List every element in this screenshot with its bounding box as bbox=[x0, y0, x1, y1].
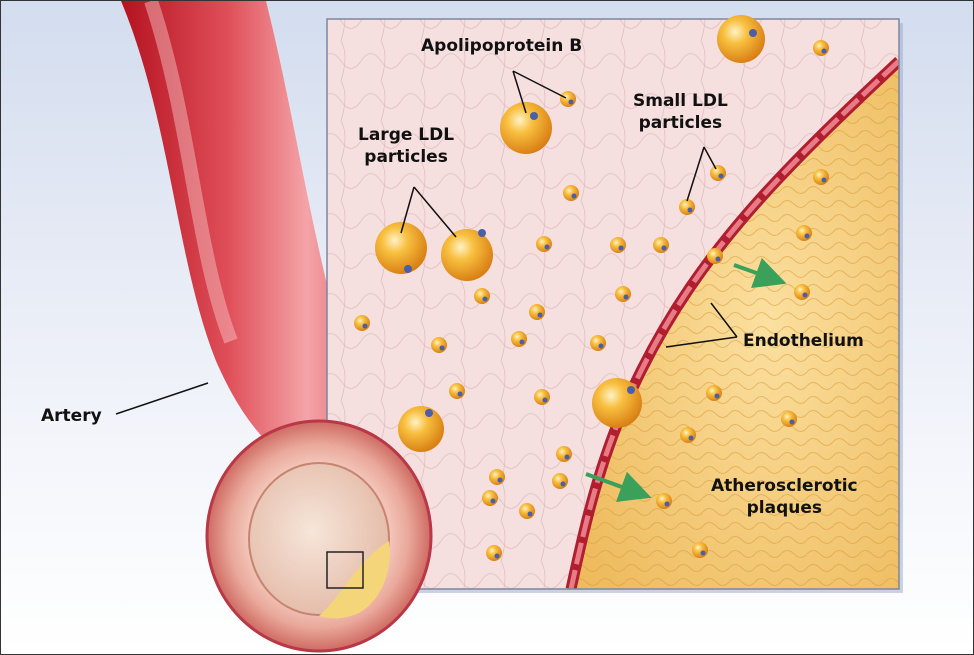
endothelium-label: Endothelium bbox=[743, 330, 864, 352]
small-ldl-particle bbox=[794, 284, 810, 300]
small-ldl-particle bbox=[590, 335, 606, 351]
small-ldl-particle bbox=[474, 288, 490, 304]
small-ldl-particle bbox=[707, 248, 723, 264]
small-ldl-particle bbox=[431, 337, 447, 353]
large-ldl-label: Large LDL particles bbox=[358, 124, 454, 168]
large-ldl-particle bbox=[375, 222, 427, 274]
small-ldl-label-line1: Small LDL bbox=[633, 90, 728, 112]
small-ldl-particle bbox=[560, 91, 576, 107]
small-ldl-particle bbox=[813, 40, 829, 56]
apolipoprotein-b-label: Apolipoprotein B bbox=[421, 35, 582, 57]
small-ldl-label-line2: particles bbox=[633, 112, 728, 134]
small-ldl-particle bbox=[556, 446, 572, 462]
small-ldl-particle bbox=[679, 199, 695, 215]
large-ldl-particle bbox=[592, 378, 642, 428]
small-ldl-particle bbox=[519, 503, 535, 519]
large-ldl-particle bbox=[398, 406, 444, 452]
small-ldl-particle bbox=[511, 331, 527, 347]
small-ldl-particle bbox=[563, 185, 579, 201]
small-ldl-particle bbox=[354, 315, 370, 331]
small-ldl-particle bbox=[706, 385, 722, 401]
large-ldl-particle bbox=[441, 229, 493, 281]
small-ldl-particle bbox=[449, 383, 465, 399]
small-ldl-particle bbox=[534, 389, 550, 405]
small-ldl-particle bbox=[813, 169, 829, 185]
small-ldl-label: Small LDL particles bbox=[633, 90, 728, 134]
small-ldl-particle bbox=[529, 304, 545, 320]
small-ldl-particle bbox=[692, 542, 708, 558]
small-ldl-particle bbox=[653, 237, 669, 253]
small-ldl-particle bbox=[615, 286, 631, 302]
artery-cross-section bbox=[207, 421, 431, 651]
plaques-label-line2: plaques bbox=[711, 497, 858, 519]
small-ldl-particle bbox=[781, 411, 797, 427]
small-ldl-particle bbox=[680, 427, 696, 443]
small-ldl-particle bbox=[482, 490, 498, 506]
plaques-label: Atherosclerotic plaques bbox=[711, 475, 858, 519]
small-ldl-particle bbox=[552, 473, 568, 489]
small-ldl-particle bbox=[656, 493, 672, 509]
small-ldl-particle bbox=[610, 237, 626, 253]
artery-leader bbox=[116, 383, 208, 414]
small-ldl-particle bbox=[796, 225, 812, 241]
small-ldl-particle bbox=[489, 469, 505, 485]
large-ldl-particle bbox=[500, 102, 552, 154]
large-ldl-particle bbox=[717, 15, 765, 63]
large-ldl-label-line2: particles bbox=[358, 146, 454, 168]
plaques-label-line1: Atherosclerotic bbox=[711, 475, 858, 497]
small-ldl-particle bbox=[536, 236, 552, 252]
small-ldl-particle bbox=[710, 165, 726, 181]
small-ldl-particle bbox=[486, 545, 502, 561]
large-ldl-label-line1: Large LDL bbox=[358, 124, 454, 146]
artery-label: Artery bbox=[41, 405, 102, 427]
